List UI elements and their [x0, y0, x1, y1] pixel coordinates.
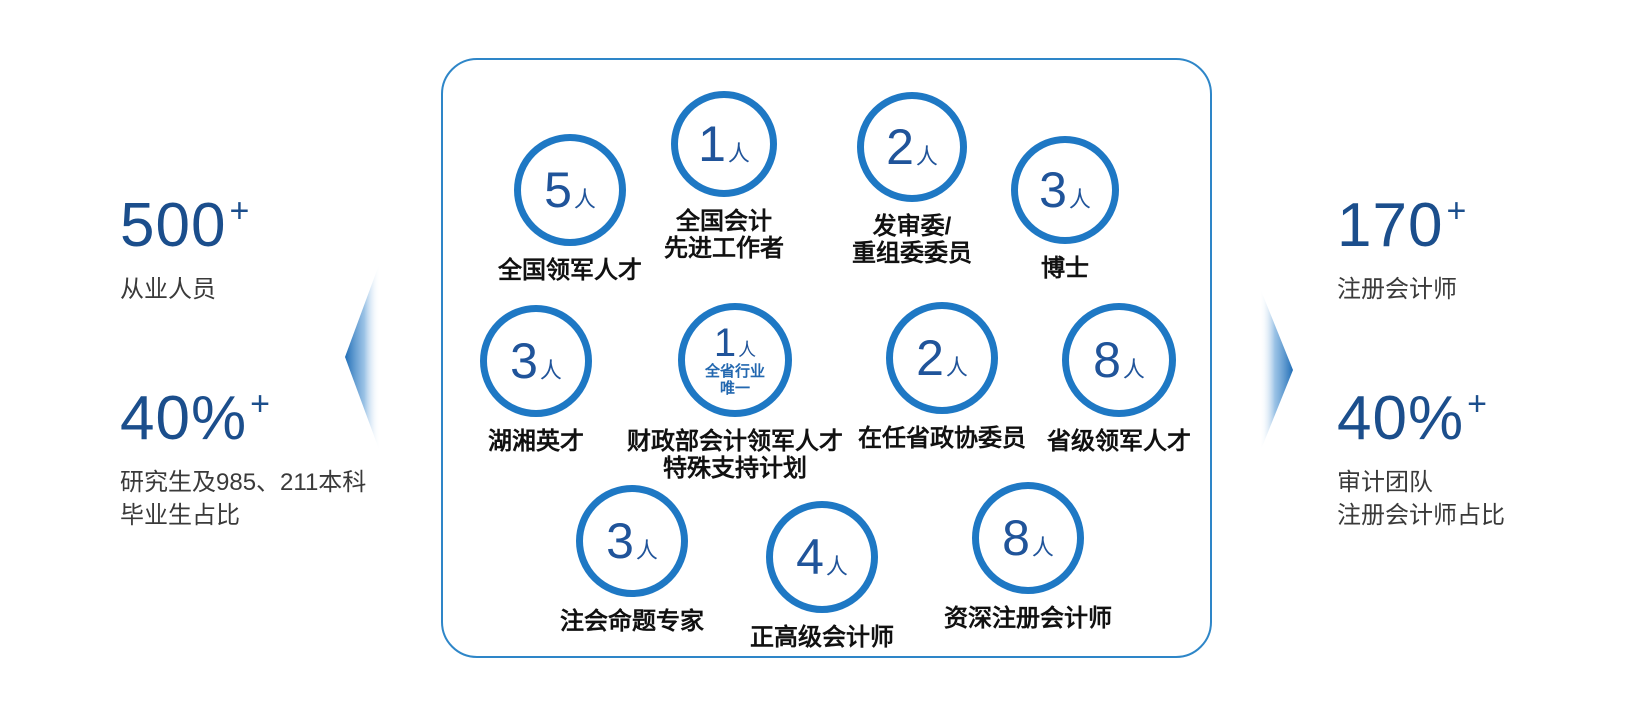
caption-line: 注册会计师: [1337, 276, 1457, 303]
plus-sign: +: [1446, 192, 1468, 230]
label-line: 财政部会计领军人才: [627, 428, 843, 455]
count-unit: 人: [738, 340, 757, 360]
stat-caption: 审计团队 注册会计师占比: [1337, 466, 1505, 532]
stat-graduate-ratio: 40%+ 研究生及985、211本科 毕业生占比: [120, 385, 366, 532]
caption-line: 毕业生占比: [120, 502, 240, 529]
stat-employees: 500+ 从业人员: [120, 192, 251, 306]
count-number: 3: [606, 513, 634, 569]
count-number: 8: [1002, 510, 1030, 566]
label-line: 正高级会计师: [750, 624, 894, 651]
circle-label: 发审委/ 重组委委员: [852, 213, 972, 267]
left-arrow-icon: [345, 262, 380, 452]
count-unit: 人: [1031, 535, 1054, 560]
stat-cpas: 170+ 注册会计师: [1337, 192, 1468, 306]
plus-sign: +: [250, 385, 271, 423]
caption-line: 审计团队: [1337, 469, 1433, 496]
count-number: 2: [886, 119, 914, 175]
count-number: 4: [796, 529, 824, 585]
label-line: 重组委委员: [852, 240, 972, 267]
stat-value: 40%+: [1337, 385, 1505, 450]
stat-number: 170: [1337, 191, 1444, 260]
stat-number: 40%: [120, 384, 248, 453]
label-line: 全国会计: [676, 208, 772, 235]
count-number: 3: [1039, 162, 1067, 218]
count-unit: 人: [727, 141, 750, 166]
count-number: 3: [510, 333, 538, 389]
label-line: 特殊支持计划: [663, 455, 807, 482]
circle-label: 在任省政协委员: [858, 425, 1026, 452]
circle-label: 注会命题专家: [560, 608, 704, 635]
count-number: 2: [916, 330, 944, 386]
count-unit: 人: [1122, 357, 1145, 382]
stat-number: 40%: [1337, 384, 1465, 453]
count-unit: 人: [573, 187, 596, 212]
circle-label: 资深注册会计师: [944, 605, 1112, 632]
plus-sign: +: [229, 192, 251, 230]
count-number: 1: [713, 321, 737, 365]
label-line: 博士: [1041, 255, 1089, 282]
stat-value: 170+: [1337, 192, 1468, 257]
label-line: 全国领军人才: [498, 257, 642, 284]
count-unit: 人: [635, 538, 658, 563]
stat-caption: 从业人员: [120, 273, 250, 306]
count-unit: 人: [539, 358, 562, 383]
count-unit: 人: [945, 355, 968, 380]
circle-label: 全国领军人才: [498, 257, 642, 284]
circle-label: 财政部会计领军人才 特殊支持计划: [627, 428, 843, 482]
right-arrow-icon: [1260, 288, 1293, 452]
label-line: 先进工作者: [664, 235, 784, 262]
label-line: 省级领军人才: [1047, 428, 1191, 455]
label-line: 资深注册会计师: [944, 605, 1112, 632]
circle-inner-note: 唯一: [719, 380, 750, 397]
stat-audit-cpa-ratio: 40%+ 审计团队 注册会计师占比: [1337, 385, 1505, 532]
stat-caption: 研究生及985、211本科 毕业生占比: [120, 466, 366, 532]
count-unit: 人: [825, 554, 848, 579]
stat-value: 500+: [120, 192, 251, 257]
caption-line: 注册会计师占比: [1337, 502, 1505, 529]
label-line: 湖湘英才: [488, 428, 584, 455]
count-number: 1: [698, 116, 726, 172]
label-line: 发审委/: [872, 213, 952, 240]
circle-label: 博士: [1041, 255, 1089, 282]
stat-number: 500: [120, 191, 227, 260]
circle-label: 省级领军人才: [1047, 428, 1191, 455]
circle-label: 正高级会计师: [750, 624, 894, 651]
label-line: 注会命题专家: [560, 608, 704, 635]
circle-label: 湖湘英才: [488, 428, 584, 455]
count-number: 5: [544, 162, 572, 218]
stat-value: 40%+: [120, 385, 366, 450]
caption-line: 从业人员: [120, 276, 216, 303]
caption-line: 研究生及985、211本科: [120, 469, 367, 496]
circle-inner-note: 全省行业: [704, 363, 765, 380]
stat-caption: 注册会计师: [1337, 273, 1467, 306]
count-unit: 人: [915, 144, 938, 169]
count-unit: 人: [1068, 187, 1091, 212]
circle-label: 全国会计 先进工作者: [664, 208, 784, 262]
plus-sign: +: [1467, 385, 1488, 423]
label-line: 在任省政协委员: [858, 425, 1026, 452]
count-number: 8: [1093, 332, 1121, 388]
